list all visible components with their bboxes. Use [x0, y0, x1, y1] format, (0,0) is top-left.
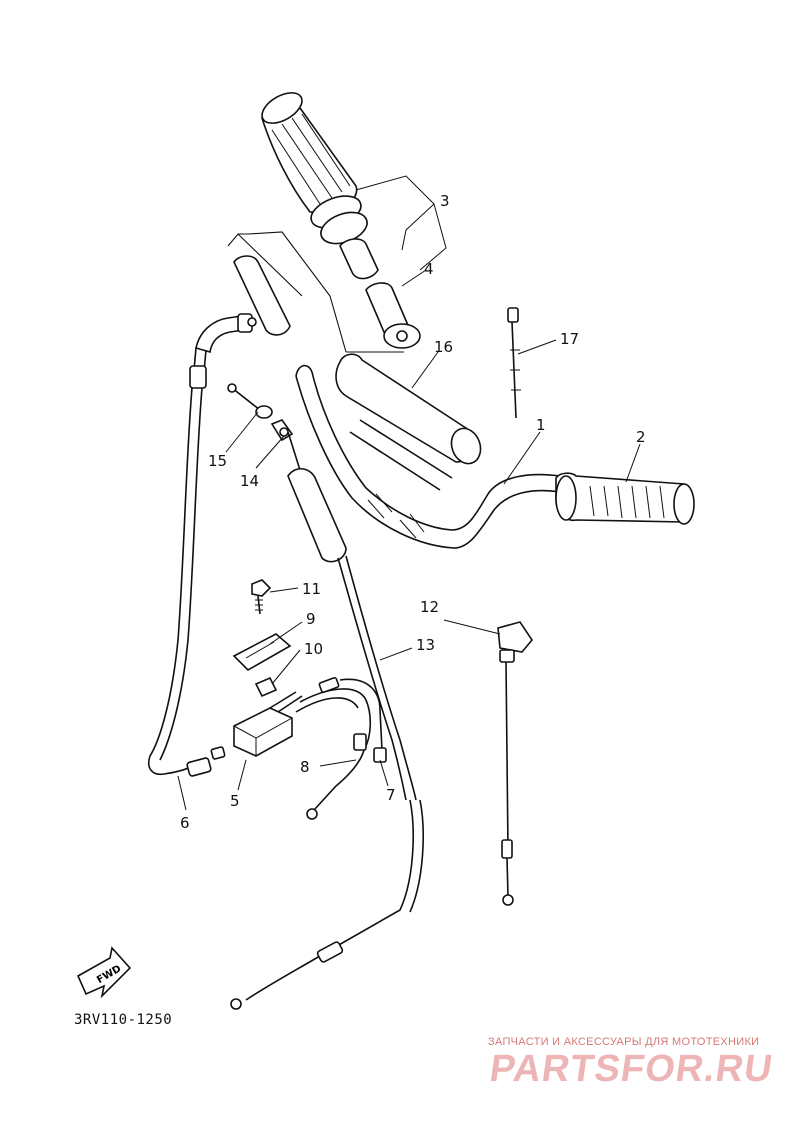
diagram-code: 3RV110-1250 [74, 1012, 173, 1028]
part-3-throttle-grip[interactable] [257, 87, 371, 250]
part-1-handlebar-left-end[interactable] [233, 255, 291, 336]
callout-7: 7 [386, 786, 396, 804]
callout-9: 9 [306, 610, 316, 628]
callout-15: 15 [208, 452, 227, 470]
callout-labels: 3 4 16 17 1 2 15 14 11 12 9 13 10 8 7 5 … [180, 192, 646, 832]
callout-8: 8 [300, 758, 310, 776]
callout-5: 5 [230, 792, 240, 810]
fwd-arrow-icon: FWD [76, 946, 132, 999]
callout-1: 1 [536, 416, 546, 434]
callout-10: 10 [304, 640, 323, 658]
callout-13: 13 [416, 636, 435, 654]
callout-16: 16 [434, 338, 453, 356]
callout-11: 11 [302, 580, 321, 598]
callout-12: 12 [420, 598, 439, 616]
leader-lines [177, 175, 641, 811]
part-2-grip[interactable] [555, 472, 695, 525]
watermark-subtitle: ЗАПЧАСТИ И АКСЕССУАРЫ ДЛЯ МОТОТЕХНИКИ [488, 1036, 760, 1048]
callout-3: 3 [440, 192, 450, 210]
part-11-bolt[interactable] [251, 579, 272, 615]
part-9-plate[interactable] [232, 633, 292, 671]
part-8-wire-lead[interactable] [295, 676, 372, 820]
part-7-wire-lead[interactable] [339, 678, 387, 763]
part-5-switch[interactable] [233, 691, 303, 757]
watermark-brand: PARTSFOR.RU [487, 1048, 776, 1090]
callout-14: 14 [240, 472, 259, 490]
callout-17: 17 [560, 330, 579, 348]
part-10-clip[interactable] [254, 676, 278, 698]
part-16-handlebar-pad[interactable] [335, 353, 485, 467]
part-6-throttle-cable[interactable] [148, 313, 257, 777]
part-1-handlebar[interactable] [295, 364, 561, 549]
callout-2: 2 [636, 428, 646, 446]
part-15-adjuster[interactable] [227, 383, 273, 419]
part-13-cable[interactable] [230, 431, 424, 1010]
part-4-throttle-tube[interactable] [339, 238, 421, 349]
part-17-cable-tie[interactable] [507, 307, 521, 419]
callout-6: 6 [180, 814, 190, 832]
callout-4: 4 [424, 260, 434, 278]
part-12-lever-bracket[interactable] [497, 621, 533, 906]
